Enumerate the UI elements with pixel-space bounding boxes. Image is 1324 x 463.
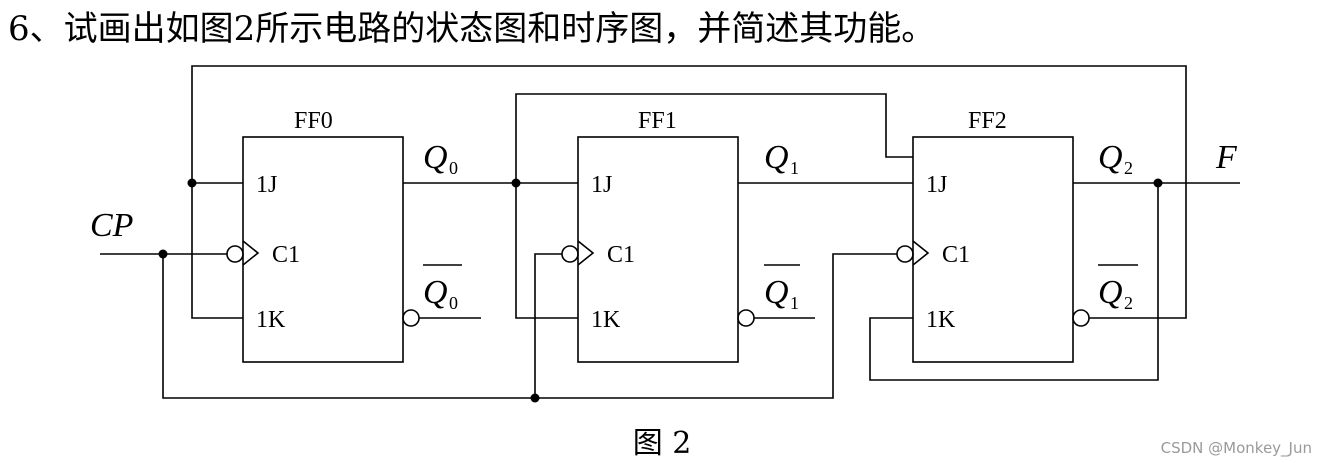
ff1-clock-bubble xyxy=(561,245,579,263)
ff1-c-label: C1 xyxy=(607,242,635,268)
ff0-clock-triangle xyxy=(242,240,260,266)
ff2-box xyxy=(912,136,1074,363)
watermark: CSDN @Monkey_Jun xyxy=(1160,439,1312,457)
ff1-name: FF1 xyxy=(638,108,677,134)
ff2-name: FF2 xyxy=(968,108,1007,134)
ff0-name: FF0 xyxy=(294,108,333,134)
output-f-label: F xyxy=(1215,139,1238,176)
ff0-clock-bubble xyxy=(226,245,244,263)
ff1-qbar-label: Q xyxy=(764,274,789,311)
ff0-qbar-bubble xyxy=(402,309,420,327)
ff2-qbar-label: Q xyxy=(1098,274,1123,311)
ff0-qbar-sub: 0 xyxy=(449,293,458,313)
ff0-q-sub: 0 xyxy=(449,158,458,178)
ff1-clock-triangle xyxy=(577,240,595,266)
ff0-qbar-label: Q xyxy=(423,274,448,311)
ff1-q-sub: 1 xyxy=(790,158,799,178)
ff2-q-label: Q xyxy=(1098,139,1123,176)
ff1-j-label: 1J xyxy=(591,172,612,198)
ff1-q-label: Q xyxy=(764,139,789,176)
question-text: 6、试画出如图2所示电路的状态图和时序图，并简述其功能。 xyxy=(8,9,936,49)
ff1-k-label: 1K xyxy=(591,307,621,333)
ff0-j-label: 1J xyxy=(256,172,277,198)
ff2-qbar-sub: 2 xyxy=(1124,293,1133,313)
ff2-q-sub: 2 xyxy=(1124,158,1133,178)
ff2-clock-triangle xyxy=(912,240,930,266)
ff1-qbar-bubble xyxy=(737,309,755,327)
ff2-k-label: 1K xyxy=(926,307,956,333)
ff0-box xyxy=(242,136,404,363)
ff2-c-label: C1 xyxy=(942,242,970,268)
ff2-clock-bubble xyxy=(896,245,914,263)
ff0-q-label: Q xyxy=(423,139,448,176)
ff1-qbar-sub: 1 xyxy=(790,293,799,313)
ff2-qbar-bubble xyxy=(1072,309,1090,327)
ff2-j-label: 1J xyxy=(926,172,947,198)
figure-caption: 图 2 xyxy=(632,426,692,461)
ff0-c-label: C1 xyxy=(272,242,300,268)
junction-dots xyxy=(158,178,1163,403)
cp-label: CP xyxy=(90,207,133,244)
ff0-k-label: 1K xyxy=(256,307,286,333)
ff1-box xyxy=(577,136,739,363)
